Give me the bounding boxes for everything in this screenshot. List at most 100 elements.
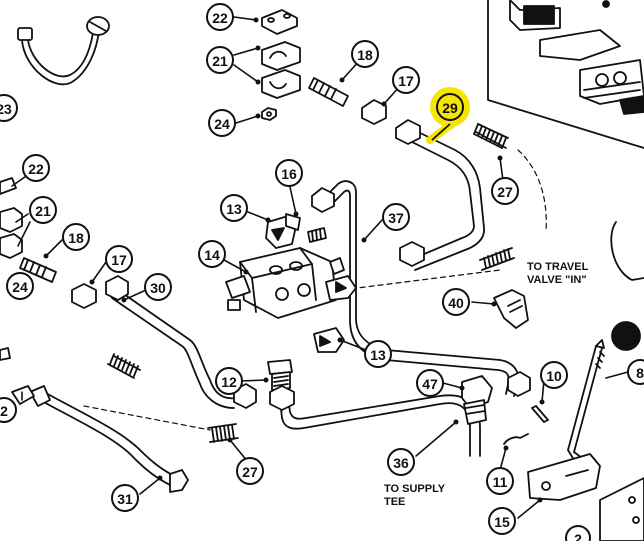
nipple-part <box>19 257 57 283</box>
callout-number: 14 <box>204 247 220 263</box>
callout-circle <box>416 369 444 397</box>
fitting-part <box>307 227 327 243</box>
callout-number: 17 <box>111 252 127 268</box>
callout-14: 14 <box>198 240 226 268</box>
callout-8: 8 <box>627 359 644 385</box>
callout-22: 22 <box>22 154 50 182</box>
nipple-part <box>308 77 349 107</box>
callout-circle <box>364 340 392 368</box>
callout-circle <box>6 272 34 300</box>
callout-23: 23 <box>0 94 18 122</box>
elbow-fitting-part <box>461 375 493 425</box>
callout-group: 2221241817292716133714222123181730244012… <box>0 3 644 541</box>
callout-circle <box>62 223 90 251</box>
valve-assembly-part <box>487 0 644 149</box>
callout-18: 18 <box>62 223 90 251</box>
callout-number: 40 <box>448 295 464 311</box>
callout-circle <box>382 203 410 231</box>
callout-number: 31 <box>117 491 133 507</box>
callout-number: 8 <box>636 365 644 381</box>
callout-30: 30 <box>144 273 172 301</box>
callout-31: 31 <box>111 484 139 512</box>
callout-11: 11 <box>486 467 514 495</box>
callout-circle <box>491 177 519 205</box>
callout-number: 22 <box>28 161 44 177</box>
callout-number: 27 <box>497 184 513 200</box>
plate-part <box>599 477 644 541</box>
callout-circle <box>105 245 133 273</box>
callout-number: 18 <box>68 230 84 246</box>
nut-part <box>71 283 97 309</box>
callout-number: 23 <box>0 101 12 117</box>
clamp-body-part <box>261 41 301 99</box>
callout-circle <box>0 94 18 122</box>
callout-number: 29 <box>442 100 458 116</box>
callout-10: 10 <box>540 361 568 389</box>
callout-circle <box>208 109 236 137</box>
elbow-fitting-part <box>493 289 529 329</box>
bracket-part <box>527 453 601 501</box>
callout-circle <box>275 159 303 187</box>
callout-22: 22 <box>206 3 234 31</box>
callout-circle <box>215 367 243 395</box>
control-valve-part <box>225 247 345 319</box>
callout-number: 30 <box>150 280 166 296</box>
callout-number: 47 <box>422 376 438 392</box>
callout-circle <box>442 288 470 316</box>
callout-21: 21 <box>206 46 234 74</box>
callout-21: 21 <box>29 196 57 224</box>
callout-40: 40 <box>442 288 470 316</box>
callout-circle <box>220 194 248 222</box>
callout-circle <box>29 196 57 224</box>
callout-36: 36 <box>387 448 415 476</box>
callout-circle <box>436 93 464 121</box>
callout-circle <box>198 240 226 268</box>
callout-number: 16 <box>281 166 297 182</box>
hose-clip-part <box>610 221 644 281</box>
nut-part <box>261 107 277 121</box>
note-travel-valve-line1: TO TRAVEL <box>527 261 589 273</box>
callout-27: 27 <box>236 457 264 485</box>
callout-circle <box>206 3 234 31</box>
fitting-part <box>0 347 35 405</box>
callout-circle <box>540 361 568 389</box>
callout-13: 13 <box>220 194 248 222</box>
callout-37: 37 <box>382 203 410 231</box>
callout-circle <box>0 397 17 423</box>
spring-guard-part <box>473 123 509 149</box>
clamp-body-part <box>0 177 23 259</box>
callout-number: 2 <box>0 403 8 419</box>
cotter-pin-part <box>503 433 529 445</box>
elbow-fitting-part <box>313 275 357 353</box>
callout-47: 47 <box>416 369 444 397</box>
dust-cap-part <box>17 16 110 86</box>
pin-part <box>531 405 549 423</box>
callout-number: 12 <box>221 374 237 390</box>
callout-27: 27 <box>491 177 519 205</box>
nut-part <box>361 99 387 125</box>
callout-17: 17 <box>392 66 420 94</box>
callout-circle <box>488 507 516 535</box>
callout-circle <box>206 46 234 74</box>
note-supply-tee-line1: TO SUPPLY <box>384 483 446 495</box>
callout-circle <box>627 359 644 385</box>
callout-circle <box>351 40 379 68</box>
callout-number: 18 <box>357 47 373 63</box>
knob-part <box>611 321 641 351</box>
callout-circle <box>387 448 415 476</box>
callout-number: 36 <box>393 455 409 471</box>
callout-number: 21 <box>212 53 228 69</box>
callout-circle <box>22 154 50 182</box>
callout-circle <box>144 273 172 301</box>
callout-number: 2 <box>574 531 582 541</box>
callout-12: 12 <box>215 367 243 395</box>
callout-24: 24 <box>208 109 236 137</box>
elbow-fitting-part <box>265 213 301 249</box>
callout-15: 15 <box>488 507 516 535</box>
note-supply-tee-line2: TEE <box>384 496 405 508</box>
callout-18: 18 <box>351 40 379 68</box>
highlight-marker <box>426 87 470 144</box>
callout-17: 17 <box>105 245 133 273</box>
callout-circle <box>392 66 420 94</box>
